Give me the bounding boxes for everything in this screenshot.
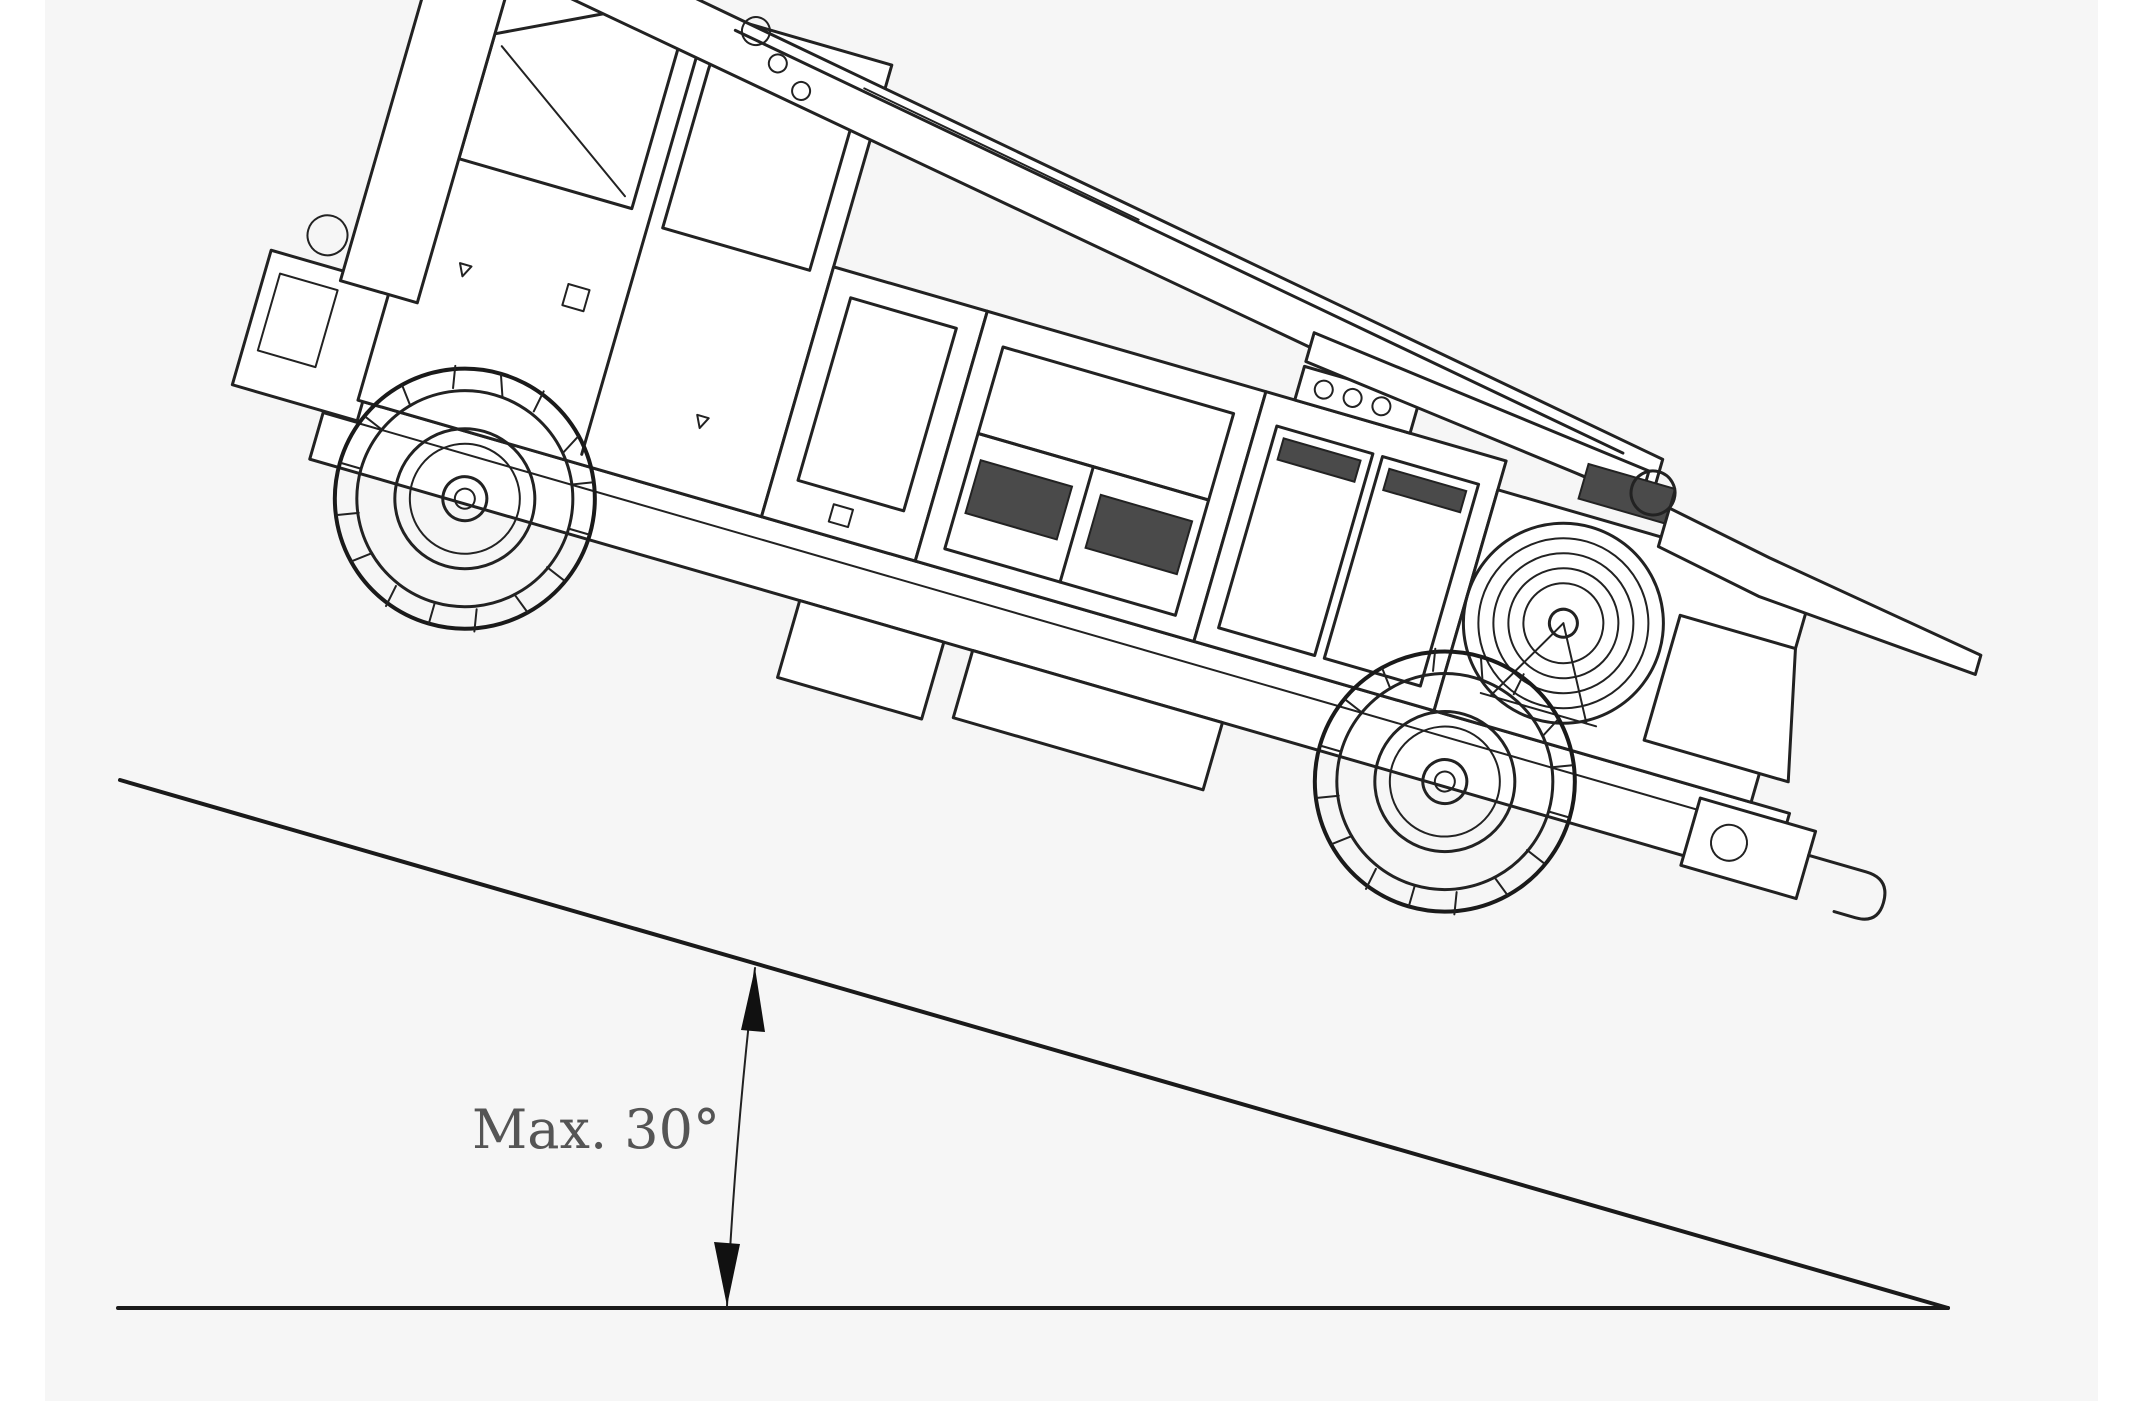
spray-nozzle xyxy=(1656,506,1983,676)
front-wheel xyxy=(332,364,597,633)
shotcrete-vehicle xyxy=(230,0,1983,921)
lower-tank xyxy=(951,648,1224,792)
control-strip-right xyxy=(1382,467,1468,514)
pump-cylinder xyxy=(1679,796,1818,901)
vent-grille-left xyxy=(964,459,1074,541)
arrow-down-icon xyxy=(714,1242,740,1306)
arrow-up-icon xyxy=(741,968,765,1032)
boom-support xyxy=(338,0,522,305)
lower-toolbox xyxy=(776,599,946,721)
rear-wheel xyxy=(1312,647,1577,916)
tow-hook xyxy=(1807,853,1887,921)
angle-label: Max. 30° xyxy=(472,1098,720,1161)
control-strip-left xyxy=(1276,437,1362,483)
pump-hopper xyxy=(1642,613,1797,784)
angle-measure xyxy=(714,967,765,1307)
hose-reel-icon xyxy=(1461,521,1665,728)
slope-line xyxy=(118,778,1950,1310)
vent-grille-right xyxy=(1084,493,1194,576)
boom-arm xyxy=(484,0,1983,676)
